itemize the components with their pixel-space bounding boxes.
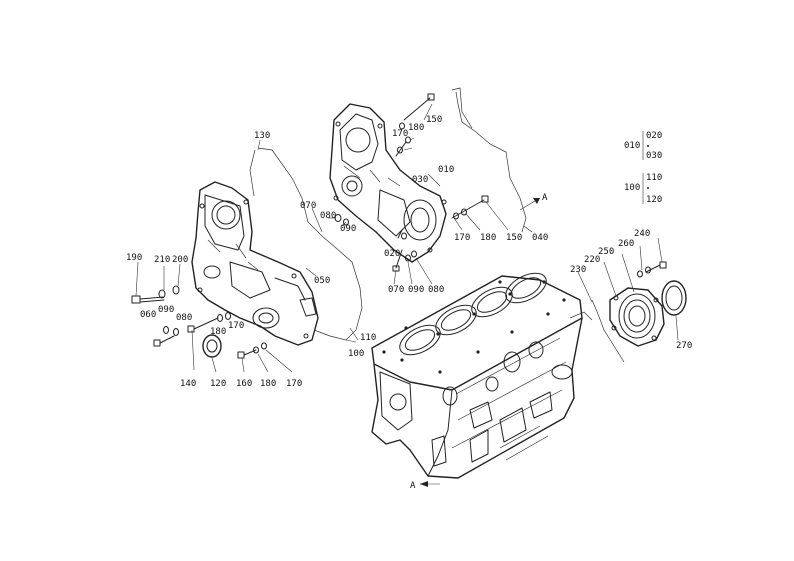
label-040: 040 — [532, 233, 548, 243]
label-110a: 110 — [360, 333, 376, 343]
gasket-130 — [257, 147, 363, 341]
gear-case-cover — [191, 181, 319, 346]
bolt-020 — [397, 229, 407, 240]
label-230: 230 — [570, 265, 586, 275]
label-arrow-a-top: A — [542, 193, 548, 203]
label-180c: 180 — [408, 123, 424, 133]
label-180d: 180 — [480, 233, 496, 243]
label-070a: 070 — [300, 201, 316, 211]
legend-010-left: 010 — [624, 141, 640, 151]
label-060: 060 — [140, 310, 156, 320]
washer-080 — [173, 328, 179, 336]
oil-seal-120 — [202, 334, 222, 358]
washer-180b — [253, 346, 259, 354]
label-210: 210 — [154, 255, 170, 265]
section-arrow — [420, 197, 541, 487]
label-030: 030 — [412, 175, 428, 185]
legend-group-010: 020 010 030 — [624, 131, 662, 161]
legend-010-bottom: 030 — [646, 151, 662, 161]
label-180b: 180 — [260, 379, 276, 389]
washer-170b — [261, 342, 267, 350]
label-090a: 090 — [340, 224, 356, 234]
label-090b: 090 — [158, 305, 174, 315]
bolt-150b — [451, 195, 489, 220]
bolt-070 — [392, 249, 417, 272]
legend-010-top: 020 — [646, 131, 662, 141]
legend-100-left: 100 — [624, 183, 640, 193]
rear-oil-seal-case — [609, 287, 665, 347]
washer-200 — [172, 285, 180, 295]
gear-case — [329, 103, 447, 263]
label-080c: 080 — [428, 285, 444, 295]
bolt-060 — [153, 335, 175, 347]
label-240: 240 — [634, 229, 650, 239]
label-220: 220 — [584, 255, 600, 265]
label-270: 270 — [676, 341, 692, 351]
legend-group-100: 110 100 120 — [624, 173, 662, 205]
label-070b: 070 — [388, 285, 404, 295]
washer-090 — [163, 326, 169, 334]
washer-180a — [217, 314, 223, 322]
washer-210 — [158, 289, 166, 299]
label-200: 200 — [172, 255, 188, 265]
label-080b: 080 — [176, 313, 192, 323]
label-170c: 170 — [392, 129, 408, 139]
bolt-150a — [395, 93, 435, 157]
label-020: 020 — [384, 249, 400, 259]
label-130: 130 — [254, 131, 270, 141]
washer-170a — [225, 312, 231, 320]
label-140: 140 — [180, 379, 196, 389]
bolt-140 — [187, 317, 219, 333]
label-080a: 080 — [320, 211, 336, 221]
oil-seal-270 — [661, 280, 687, 316]
label-190: 190 — [126, 253, 142, 263]
label-arrow-a-bottom: A — [410, 481, 416, 491]
leader-lines — [135, 103, 679, 373]
label-050: 050 — [314, 276, 330, 286]
label-160: 160 — [236, 379, 252, 389]
label-180a: 180 — [210, 327, 226, 337]
label-170b: 170 — [286, 379, 302, 389]
label-150b: 150 — [506, 233, 522, 243]
cylinder-block — [371, 272, 583, 479]
legend-100-top: 110 — [646, 173, 662, 183]
label-250: 250 — [598, 247, 614, 257]
label-150a: 150 — [426, 115, 442, 125]
label-100a: 100 — [348, 349, 364, 359]
label-120: 120 — [210, 379, 226, 389]
gasket-230 — [591, 299, 625, 363]
legend-100-bottom: 120 — [646, 195, 662, 205]
label-170a: 170 — [228, 321, 244, 331]
bolt-240 — [637, 261, 667, 278]
label-170d: 170 — [454, 233, 470, 243]
label-090c: 090 — [408, 285, 424, 295]
label-260: 260 — [618, 239, 634, 249]
label-010: 010 — [438, 165, 454, 175]
